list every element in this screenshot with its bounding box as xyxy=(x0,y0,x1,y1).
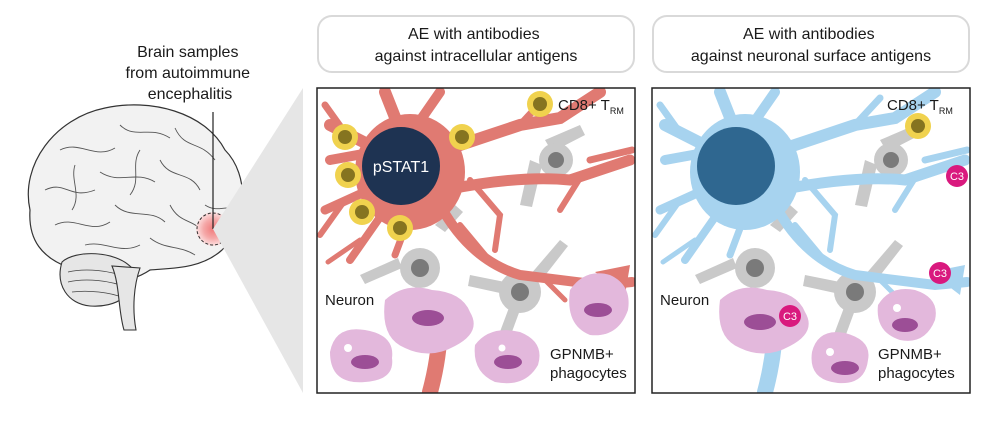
panel-b-header-box xyxy=(652,15,970,73)
zoom-cone xyxy=(213,88,303,393)
c3-label: C3 xyxy=(933,268,947,280)
panel-b-frame xyxy=(651,87,971,394)
phagocyte-label: GPNMB+ phagocytes xyxy=(878,346,955,382)
panel-a-header: AE with antibodies against intracellular… xyxy=(375,26,578,65)
c3-label: C3 xyxy=(783,311,797,323)
t-cells xyxy=(905,113,931,139)
panel-b-header: AE with antibodies against neuronal surf… xyxy=(691,26,931,65)
nucleus xyxy=(362,127,440,205)
nucleus-label: pSTAT1 xyxy=(373,159,429,176)
panel-a: pSTAT1 xyxy=(316,87,636,394)
c3-label: C3 xyxy=(950,171,964,183)
neuron-label: Neuron xyxy=(325,292,374,309)
trm-label: CD8+ TRM xyxy=(887,97,953,116)
trm-label: CD8+ TRM xyxy=(558,97,624,116)
complement-c3-markers xyxy=(779,165,968,327)
neuron-label: Neuron xyxy=(660,292,709,309)
phagocytes xyxy=(719,287,936,384)
brain-caption: Brain samples from autoimmune encephalit… xyxy=(126,44,255,103)
panel-b: C3 C3 C3 CD8+ TRM Neuron GPNMB+ phagocyt… xyxy=(651,87,971,394)
neuron-cell: pSTAT1 xyxy=(317,88,635,393)
panel-a-frame xyxy=(316,87,636,394)
nucleus xyxy=(697,127,775,205)
panel-a-header-box xyxy=(317,15,635,73)
t-cells xyxy=(332,91,553,241)
phagocyte-label: GPNMB+ phagocytes xyxy=(550,346,627,382)
brain-illustration xyxy=(27,104,244,331)
phagocytes xyxy=(330,273,629,384)
